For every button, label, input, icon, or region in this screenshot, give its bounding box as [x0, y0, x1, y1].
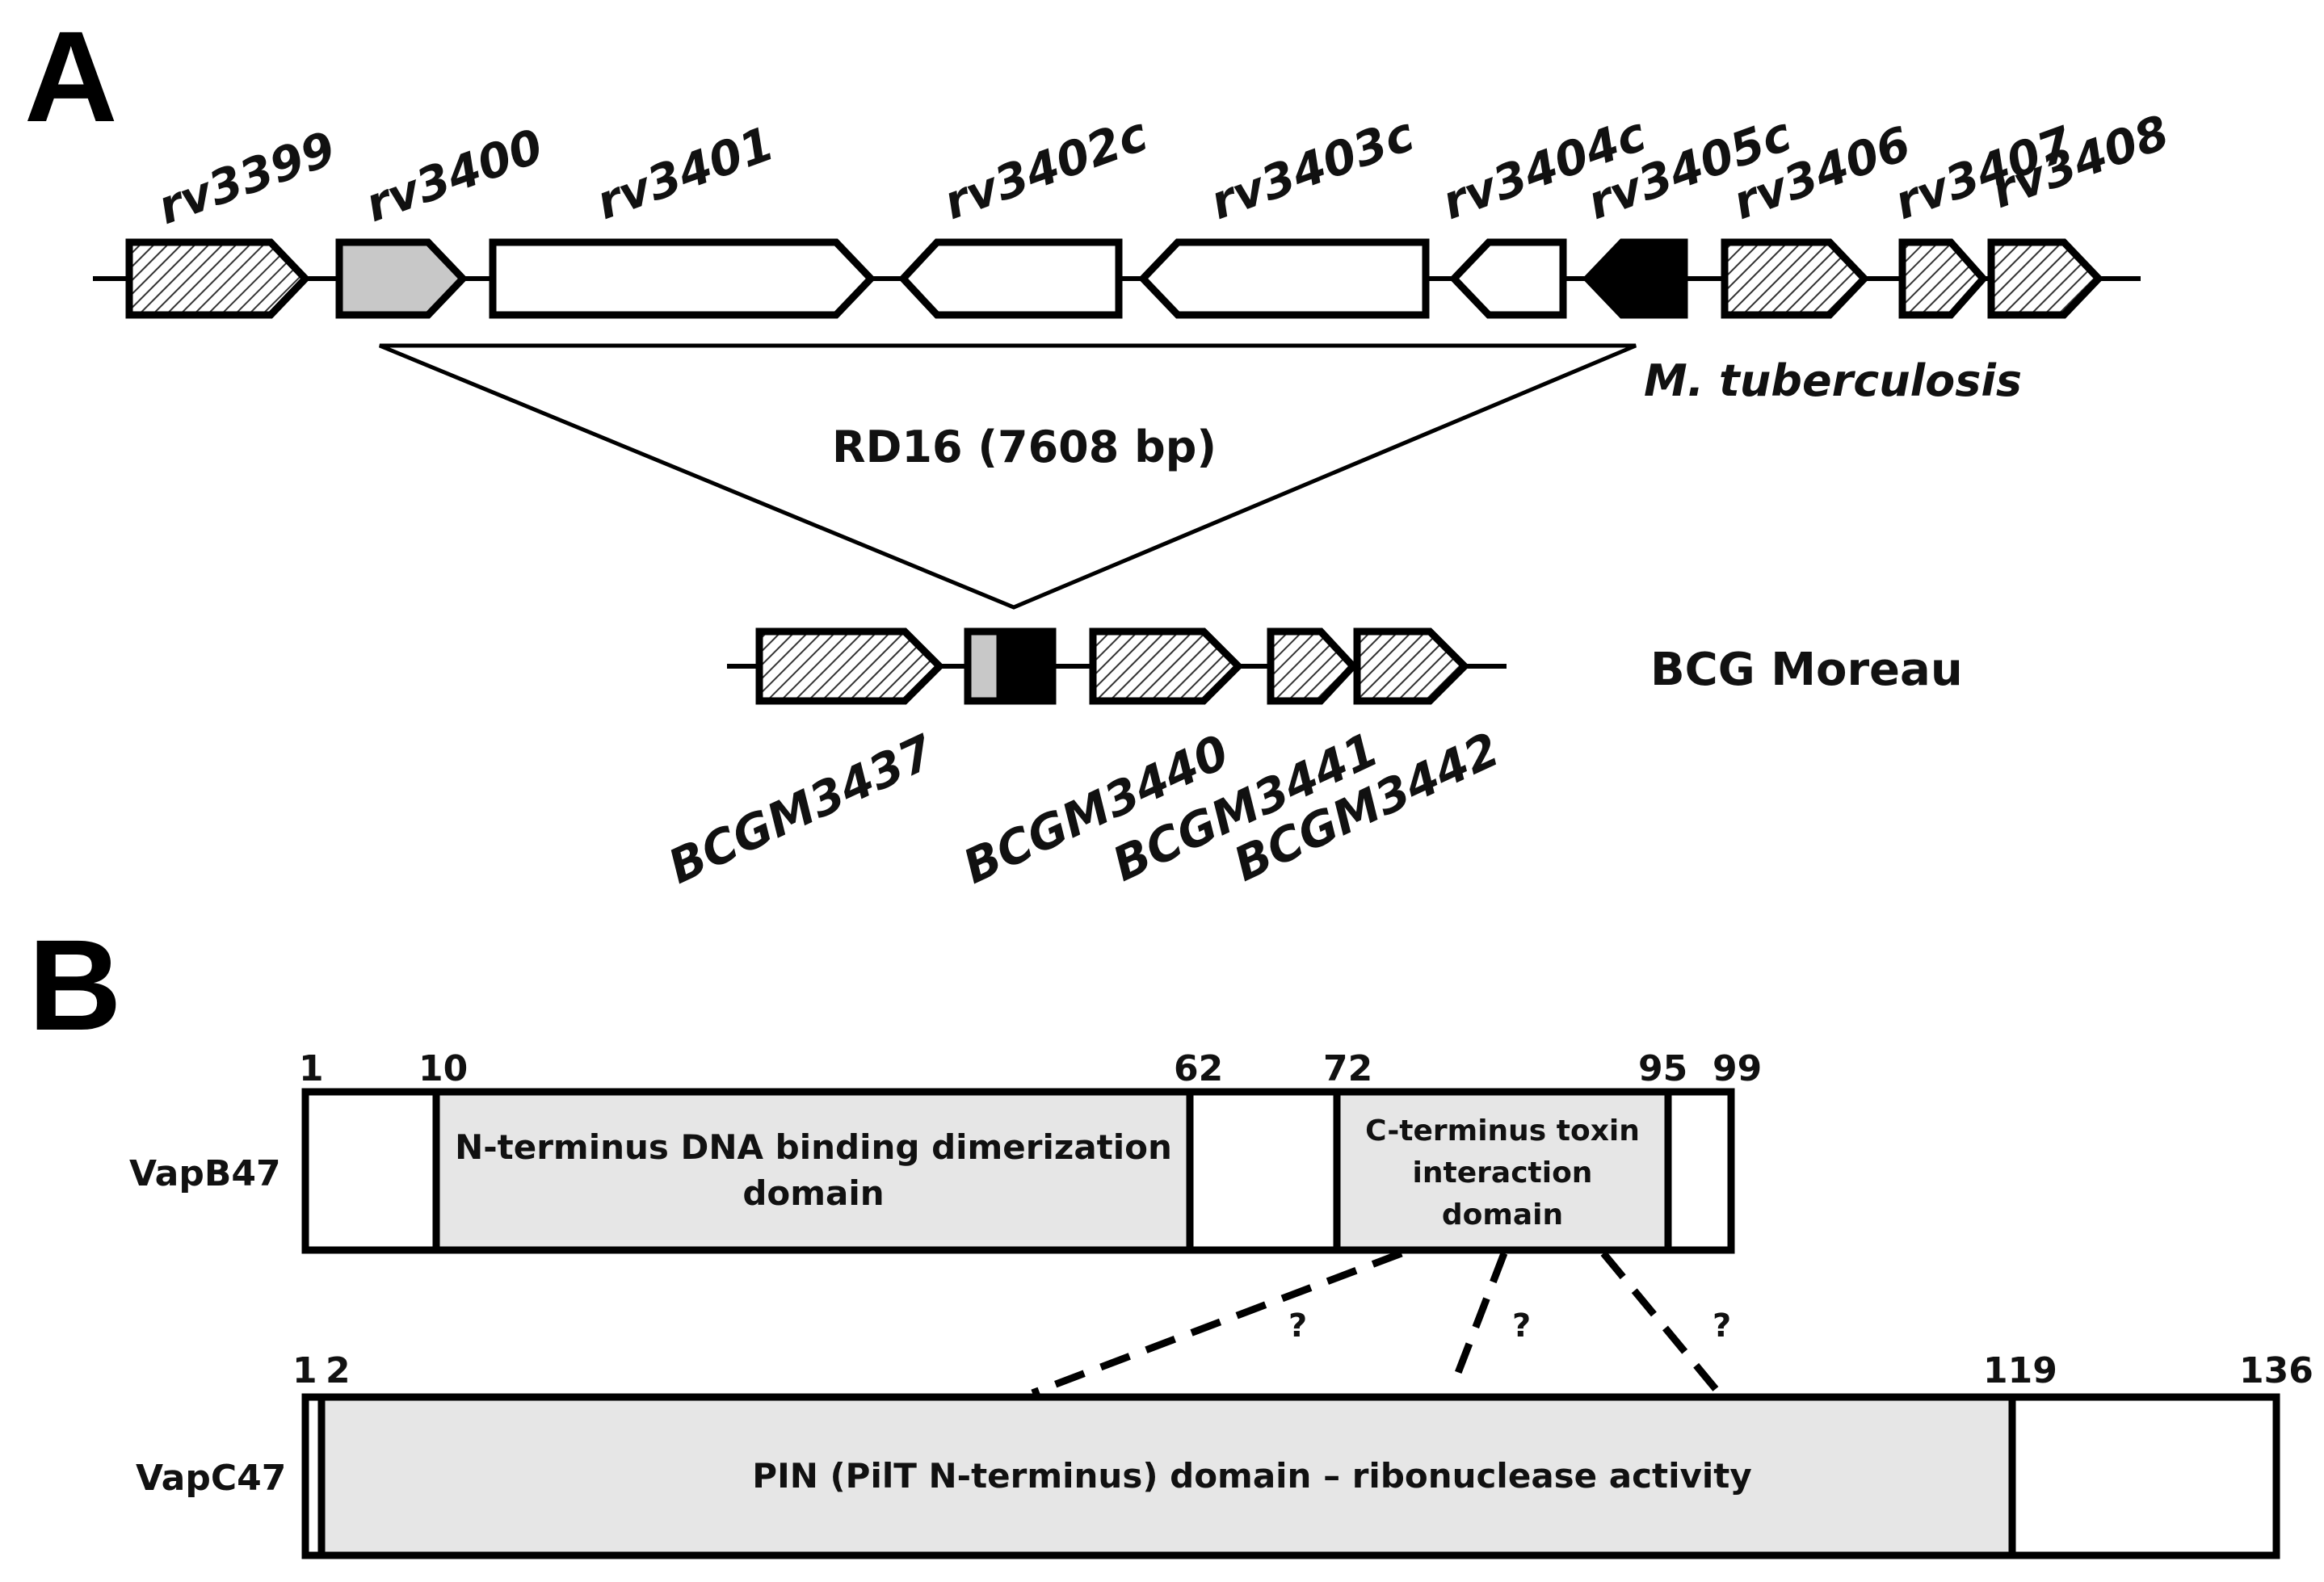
gene-rv3407-arrow: [1898, 238, 1989, 319]
gene-rv3408-arrow: [1987, 238, 2104, 319]
interaction-dashed-line-3: [1600, 1251, 1722, 1395]
gene-label-rv3400: rv3400: [359, 118, 550, 233]
gene-bcgm3441-arrow: [1267, 627, 1359, 705]
interaction-dashed-line-2: [1454, 1252, 1508, 1374]
vapb-pos-95: 95: [1638, 1048, 1687, 1089]
interaction-dashed-line-1: [1031, 1249, 1403, 1397]
gene-bcgm3439-fused-black: [996, 627, 1057, 705]
vapb47-n-terminus-domain: [432, 1088, 1194, 1254]
vapc47-pin-domain: [317, 1393, 2016, 1559]
interaction-question-1: ?: [1288, 1307, 1307, 1345]
vapb47-c-domain-label-line1: C-terminus toxin: [1365, 1114, 1640, 1148]
vapb47-c-domain-label-line2: interaction: [1413, 1156, 1593, 1190]
vapc47-pin-domain-label: PIN (PilT N-terminus) domain – ribonucle…: [752, 1456, 1751, 1496]
gene-rv3400-arrow: [335, 238, 469, 319]
rd16-label-bg: [792, 408, 1220, 485]
gene-bcgm3437-arrow: [755, 627, 945, 705]
vapc-pos-119: 119: [1983, 1350, 2057, 1391]
vapb-pos-99: 99: [1713, 1048, 1762, 1089]
organism-bcg-label: BCG Moreau: [1650, 644, 1963, 696]
gene-label-rv3402c: rv3402c: [937, 107, 1155, 231]
gene-rv3401-arrow: [489, 238, 876, 319]
organism-mtb-label: M. tuberculosis: [1644, 355, 2022, 406]
vapb47-n-domain-label-line2: domain: [742, 1173, 884, 1213]
vapb47-n-domain-label-line1: N-terminus DNA binding dimerization: [455, 1127, 1172, 1167]
vapb-pos-72: 72: [1323, 1048, 1372, 1089]
gene-bcgm3438-fused-gray: [964, 627, 1004, 705]
interaction-question-3: ?: [1713, 1307, 1731, 1345]
gene-label-rv3399: rv3399: [151, 120, 343, 235]
panel-a-letter: A: [24, 4, 118, 149]
gene-bcgm3440-arrow: [1089, 627, 1244, 705]
gene-label-rv3408: rv3408: [1985, 104, 2176, 219]
rd16-label: RD16 (7608 bp): [832, 422, 1217, 472]
gene-rv3402c-arrow: [897, 238, 1123, 319]
gene-rv3405c-arrow: [1582, 238, 1688, 319]
vapb47-c-terminus-domain: [1333, 1088, 1672, 1254]
gene-rv3404c-arrow: [1448, 238, 1567, 319]
vapc-pos-1: 1: [292, 1350, 317, 1391]
gene-rv3406-arrow: [1721, 238, 1870, 319]
gene-label-bcgm3437: BCGM3437: [660, 724, 943, 894]
panel-b-letter: B: [28, 913, 122, 1057]
interaction-question-2: ?: [1512, 1307, 1531, 1345]
rd16-deletion-triangle: [379, 343, 1637, 610]
vapb-pos-1: 1: [299, 1048, 324, 1089]
vapb47-c-domain-label-line3: domain: [1442, 1198, 1563, 1232]
vapc-pos-136: 136: [2239, 1350, 2313, 1391]
vapb-pos-62: 62: [1174, 1048, 1223, 1089]
vapb47-name: VapB47: [129, 1153, 281, 1194]
vapb-pos-10: 10: [418, 1048, 468, 1089]
gene-rv3403c-arrow: [1137, 238, 1430, 319]
vapc47-name: VapC47: [136, 1458, 286, 1499]
gene-label-rv3403c: rv3403c: [1204, 107, 1422, 231]
gene-label-rv3401: rv3401: [590, 115, 781, 230]
gene-bcgm3442-arrow: [1353, 627, 1470, 705]
vapc-pos-2: 2: [326, 1350, 351, 1391]
gene-rv3399-arrow: [125, 238, 311, 319]
